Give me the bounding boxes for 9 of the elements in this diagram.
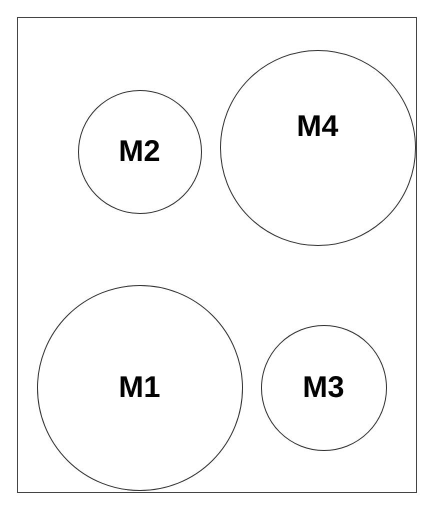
frame-border bbox=[17, 17, 417, 493]
circle-shape bbox=[36, 284, 242, 490]
circle-shape bbox=[260, 324, 386, 450]
circle-shape bbox=[220, 50, 416, 246]
circle-label: M4 bbox=[296, 112, 338, 142]
circle-label: M1 bbox=[118, 372, 160, 402]
circle-label: M3 bbox=[302, 372, 344, 402]
circle-shape bbox=[78, 90, 202, 214]
circle-label: M2 bbox=[118, 136, 160, 166]
